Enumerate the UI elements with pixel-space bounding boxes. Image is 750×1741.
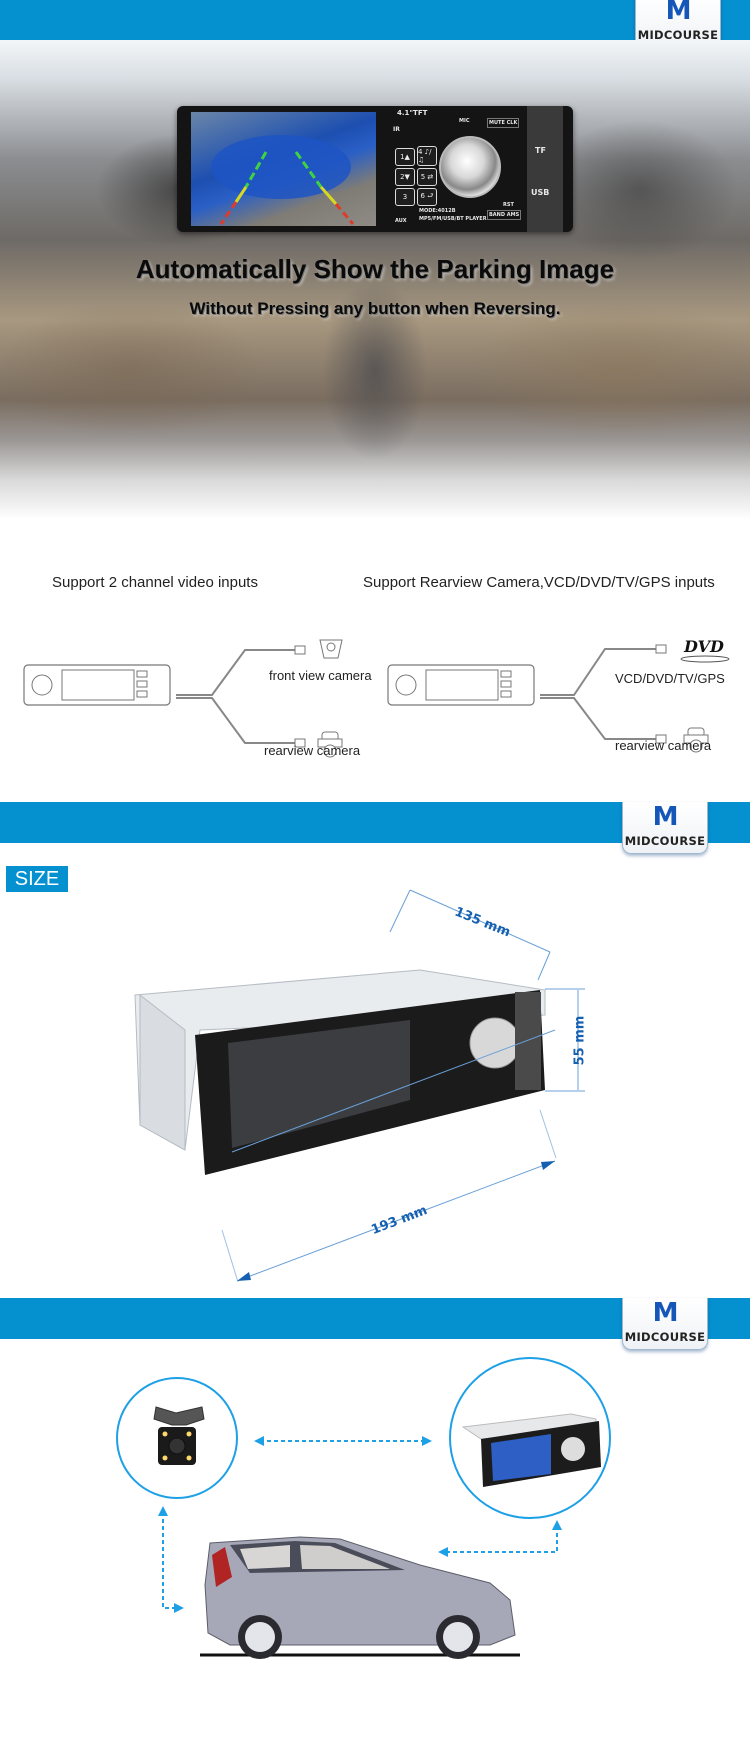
- logo-letter: M: [652, 802, 679, 832]
- parking-guide-lines: [211, 135, 355, 225]
- preset-key-6: 6 ⮐: [417, 188, 437, 206]
- right-rearview-camera-icon: [655, 727, 709, 753]
- dvd-logo-text: DVD: [684, 637, 724, 656]
- left-diagram-title: Support 2 channel video inputs: [52, 574, 258, 591]
- size-product-illustration: [134, 889, 585, 1175]
- rst-label: RST: [503, 202, 514, 208]
- guide-line-yellow-right: [319, 186, 338, 205]
- head-unit-circle: [449, 1357, 611, 1519]
- front-view-camera-icon: [294, 639, 343, 659]
- arrow-head: [237, 1272, 251, 1281]
- right-rearview-camera-label: rearview camera: [615, 738, 712, 753]
- logo-name: MIDCOURSE: [637, 28, 719, 42]
- dvd-icon: [655, 644, 730, 663]
- logo-name: MIDCOURSE: [624, 834, 706, 848]
- parking-camera-screen: [191, 112, 376, 226]
- left-diagram-unit: [23, 664, 171, 706]
- brand-logo-connection: M MIDCOURSE: [622, 1298, 708, 1350]
- left-rearview-camera-icon: [294, 731, 343, 758]
- arrow-head: [174, 1603, 184, 1613]
- width-dimension-line: [231, 1029, 556, 1153]
- mic-label: MIC: [459, 118, 470, 124]
- tf-label: TF: [535, 146, 546, 155]
- usb-label: USB: [531, 188, 550, 197]
- preset-key-1: 1▲: [395, 148, 415, 166]
- logo-name: MIDCOURSE: [624, 1330, 706, 1344]
- left-rearview-camera-label: rearview camera: [264, 743, 361, 758]
- mute-button: MUTE CLK: [487, 118, 520, 128]
- car-unit-link: [445, 1526, 558, 1553]
- width-dimension-line: [236, 1160, 556, 1282]
- width-dimension-svg: [221, 1110, 557, 1283]
- car-illustration: [200, 1536, 520, 1659]
- top-banner: [0, 0, 750, 40]
- arrow-head: [541, 1161, 555, 1170]
- car-shape: [211, 135, 351, 199]
- ir-label: IR: [393, 126, 400, 133]
- camera-circle: [116, 1377, 238, 1499]
- hero-subheadline: Without Pressing any button when Reversi…: [189, 299, 561, 318]
- front-view-camera-label: front view camera: [269, 668, 372, 683]
- arrow-head: [422, 1436, 432, 1446]
- size-badge: SIZE: [6, 866, 68, 892]
- front-panel: [195, 990, 545, 1175]
- model-description: MP5/FM/USB/BT PLAYER: [419, 216, 487, 222]
- guide-line-yellow-left: [234, 186, 248, 203]
- logo-letter: M: [665, 0, 692, 26]
- guide-line-green-right: [294, 151, 323, 188]
- arrow-head: [254, 1436, 264, 1446]
- arrow-head: [438, 1547, 448, 1557]
- car-camera-link: [162, 1512, 178, 1609]
- right-cable-split: [540, 648, 656, 740]
- hero-head-unit: 4.1"TFT MIC MUTE CLK IR 1▲ 4 ♪/♫ 2▼ 5 ⇄ …: [177, 106, 573, 232]
- side-panel: [527, 106, 563, 232]
- guide-line-green-left: [244, 151, 268, 188]
- preset-key-3: 3: [395, 188, 415, 206]
- preset-key-5: 5 ⇄: [417, 168, 437, 186]
- left-cable-split: [176, 649, 295, 744]
- arrow-head: [158, 1506, 168, 1516]
- right-diagram-unit: [387, 664, 535, 706]
- logo-letter: M: [652, 1298, 679, 1328]
- dimension-lines: [231, 889, 585, 1153]
- hero-headline: Automatically Show the Parking Image: [135, 254, 615, 284]
- brand-logo-size: M MIDCOURSE: [622, 802, 708, 854]
- arrow-head: [552, 1520, 562, 1530]
- screen-size-label: 4.1"TFT: [397, 109, 428, 117]
- guide-line-red-left: [219, 201, 238, 225]
- height-dimension-label: 55 mm: [572, 1015, 588, 1066]
- volume-knob: [439, 136, 501, 198]
- preset-key-2: 2▼: [395, 168, 415, 186]
- depth-dimension-line: [409, 889, 551, 953]
- rear-camera-icon: [153, 1406, 205, 1465]
- connection-arrows: [158, 1436, 562, 1613]
- right-diagram-title: Support Rearview Camera,VCD/DVD/TV/GPS i…: [363, 574, 715, 591]
- vcd-dvd-tv-gps-label: VCD/DVD/TV/GPS: [615, 671, 725, 686]
- model-label: MODE:4012B: [419, 208, 456, 214]
- preset-key-4: 4 ♪/♫: [417, 146, 437, 166]
- aux-label: AUX: [395, 218, 407, 224]
- connection-diagrams: [23, 639, 730, 758]
- guide-line-red-right: [334, 203, 355, 225]
- head-unit-thumbnail: [461, 1413, 601, 1487]
- band-button: BAND AMS: [487, 210, 522, 220]
